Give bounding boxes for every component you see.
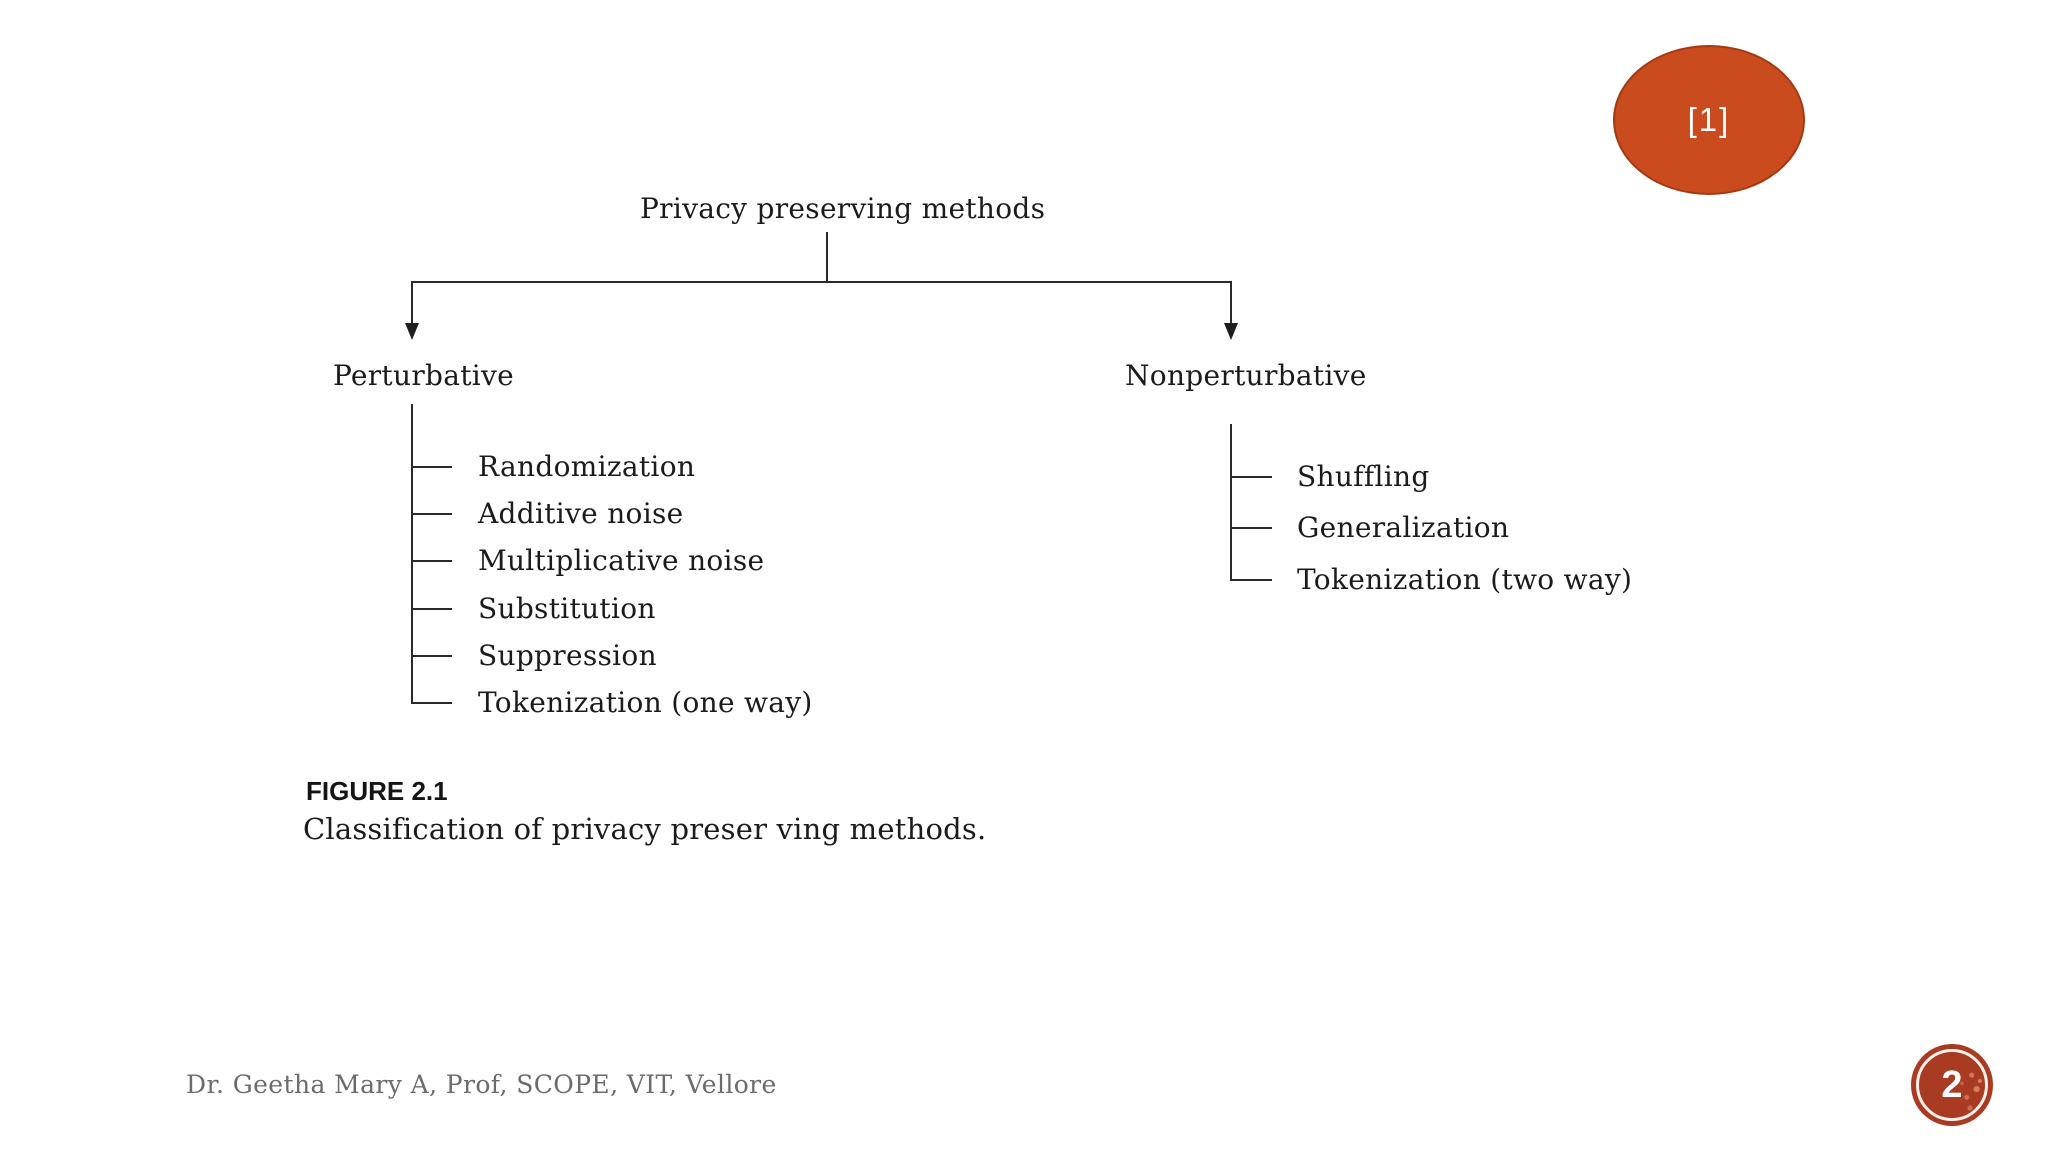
leaf-label: Tokenization (two way): [1297, 563, 1633, 596]
left-tick-6: [411, 702, 452, 704]
leaf-label: Randomization: [478, 450, 696, 483]
left-tick-2: [411, 513, 452, 515]
leaf-label: Substitution: [478, 592, 656, 625]
page-number-ring: [1916, 1049, 1988, 1121]
branch-label-perturbative: Perturbative: [333, 359, 515, 392]
tree-root-label: Privacy preserving methods: [640, 192, 1046, 225]
right-tick-2: [1230, 527, 1272, 529]
right-arrowhead-icon: [1224, 323, 1238, 340]
left-branch-drop-line: [411, 283, 413, 324]
citation-badge: [1]: [1613, 45, 1805, 195]
right-tick-3: [1230, 579, 1272, 581]
left-tick-4: [411, 608, 452, 610]
figure-caption-label: FIGURE 2.1: [306, 776, 448, 806]
left-subtree-vertical-line: [411, 404, 413, 704]
left-arrowhead-icon: [405, 323, 419, 340]
right-tick-1: [1230, 476, 1272, 478]
leaf-label: Multiplicative noise: [478, 544, 765, 577]
leaf-label: Tokenization (one way): [478, 686, 813, 719]
right-subtree-vertical-line: [1230, 424, 1232, 581]
page-number: 2: [1941, 1063, 1963, 1106]
leaf-label: Shuffling: [1297, 460, 1430, 493]
branch-horizontal-line: [411, 281, 1232, 283]
branch-label-nonperturbative: Nonperturbative: [1125, 359, 1367, 392]
left-tick-1: [411, 466, 452, 468]
citation-badge-label: [1]: [1687, 101, 1731, 138]
left-tick-3: [411, 560, 452, 562]
left-tick-5: [411, 655, 452, 657]
leaf-label: Generalization: [1297, 511, 1510, 544]
right-branch-drop-line: [1230, 283, 1232, 324]
footer-credit: Dr. Geetha Mary A, Prof, SCOPE, VIT, Vel…: [186, 1070, 777, 1099]
leaf-label: Additive noise: [478, 497, 684, 530]
leaf-label: Suppression: [478, 639, 657, 672]
page-number-badge: 2: [1911, 1044, 1993, 1126]
figure-caption-text: Classification of privacy preser ving me…: [303, 812, 987, 846]
root-stem-line: [826, 232, 828, 281]
